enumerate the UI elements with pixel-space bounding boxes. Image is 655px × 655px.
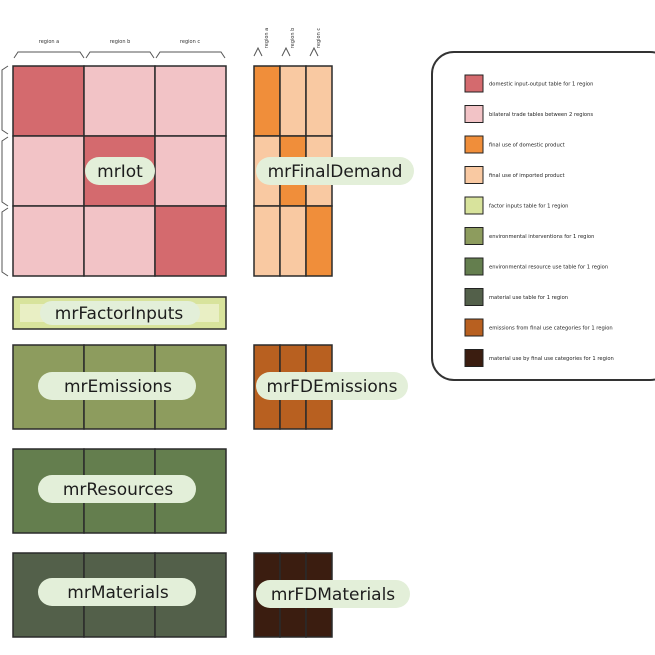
- legend-label: factor inputs table for 1 region: [489, 204, 568, 210]
- legend-label: material use table for 1 region: [489, 295, 568, 301]
- svg-text:mrMaterials: mrMaterials: [67, 583, 169, 603]
- mriot-cell-ca: [12, 205, 85, 277]
- legend-swatch: [464, 257, 484, 276]
- region-label-c: region c: [180, 39, 200, 45]
- label-factor-inputs: mrFactorInputs: [40, 301, 200, 325]
- fd-region-label-b: region b: [290, 28, 296, 49]
- svg-text:mrFactorInputs: mrFactorInputs: [55, 304, 184, 324]
- fd-region-label-a: region a: [264, 28, 270, 48]
- legend-label: final use of imported product: [489, 173, 565, 179]
- label-resources: mrResources: [38, 475, 196, 503]
- legend-swatch: [464, 196, 484, 215]
- svg-text:mrFDEmissions: mrFDEmissions: [267, 377, 398, 397]
- legend-label: environmental resource use table for 1 r…: [489, 265, 608, 271]
- legend-swatch: [464, 227, 484, 245]
- svg-text:mrFDMaterials: mrFDMaterials: [271, 585, 395, 605]
- final-demand-grid: [253, 65, 333, 277]
- row-brackets: [1, 65, 9, 277]
- svg-text:mrIot: mrIot: [97, 162, 143, 182]
- region-label-a: region a: [39, 39, 59, 45]
- legend-swatch: [464, 105, 484, 123]
- region-label-b: region b: [110, 39, 131, 45]
- legend-swatch: [464, 166, 484, 184]
- label-emissions: mrEmissions: [38, 372, 196, 400]
- mriot-cell-aa: [12, 65, 85, 137]
- label-fd-emissions: mrFDEmissions: [256, 372, 408, 400]
- legend-swatch: [464, 288, 484, 306]
- mriot-cell-bc: [154, 135, 227, 207]
- label-materials: mrMaterials: [38, 578, 196, 606]
- mriot-cell-ac: [154, 65, 227, 137]
- legend-label: domestic input-output table for 1 region: [489, 82, 593, 88]
- svg-text:mrFinalDemand: mrFinalDemand: [268, 162, 403, 182]
- legend-swatch: [464, 74, 484, 93]
- legend-label: bilateral trade tables between 2 regions: [489, 112, 593, 118]
- svg-text:mrEmissions: mrEmissions: [64, 377, 172, 397]
- mriot-cell-ba: [12, 135, 85, 207]
- label-mriot: mrIot: [85, 157, 155, 185]
- legend-label: environmental interventions for 1 region: [489, 234, 594, 240]
- mriot-cell-cb: [83, 205, 156, 277]
- svg-text:mrResources: mrResources: [63, 480, 174, 500]
- legend-swatch: [464, 349, 484, 367]
- legend-label: emissions from final use categories for …: [489, 326, 613, 332]
- legend-frame: [431, 51, 655, 381]
- legend: domestic input-output table for 1 region…: [431, 51, 655, 381]
- legend-swatch: [464, 318, 484, 337]
- legend-label: final use of domestic product: [489, 143, 565, 149]
- label-final-demand: mrFinalDemand: [256, 157, 414, 185]
- label-fd-materials: mrFDMaterials: [256, 580, 410, 608]
- mriot-cell-cc: [154, 205, 227, 277]
- legend-swatch: [464, 135, 484, 154]
- legend-items: domestic input-output table for 1 region…: [464, 74, 614, 367]
- fd-region-label-c: region c: [316, 28, 322, 48]
- mriot-cell-ab: [83, 65, 156, 137]
- column-brackets-fd: [253, 46, 319, 57]
- column-brackets-mriot: [13, 51, 226, 59]
- legend-label: material use by final use categories for…: [489, 356, 614, 362]
